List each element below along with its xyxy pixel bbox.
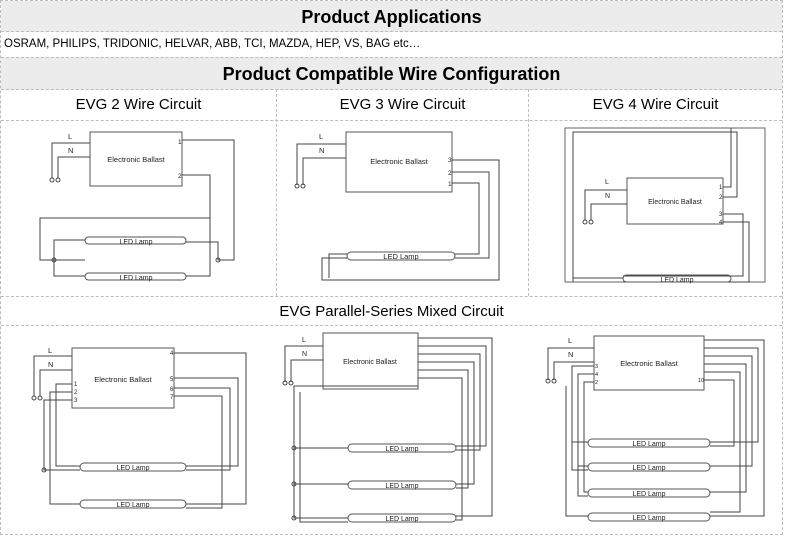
lamp-label: LED Lamp bbox=[383, 252, 418, 261]
live-label: L bbox=[48, 346, 52, 355]
mixed-diagram-2: Electronic Ballast L N LED Lamp LED Lamp… bbox=[282, 332, 493, 523]
led-lamp: LED Lamp bbox=[587, 488, 711, 498]
live-label: L bbox=[568, 336, 572, 345]
neutral-label: N bbox=[302, 351, 307, 358]
row-divider bbox=[1, 296, 782, 297]
lamp-label: LED Lamp bbox=[385, 446, 418, 453]
three-wire-title: EVG 3 Wire Circuit bbox=[339, 96, 466, 113]
lamp-label: LED Lamp bbox=[632, 465, 665, 472]
led-lamp: LED Lamp bbox=[347, 513, 457, 523]
terminal-3: 3 bbox=[74, 398, 78, 404]
terminal-2: 2 bbox=[719, 195, 723, 201]
terminal-7: 7 bbox=[170, 395, 174, 401]
terminal-3: 3 bbox=[595, 364, 598, 370]
lamp-label: LED Lamp bbox=[632, 515, 665, 522]
lamp-label: LED Lamp bbox=[116, 502, 149, 509]
three-wire-diagram: Electronic Ballast L N 3 2 1 LED Lamp bbox=[294, 131, 500, 281]
terminal-1: 1 bbox=[719, 185, 723, 191]
mixed-diagram-1: Electronic Ballast L N 4 5 6 7 1 2 3 LED… bbox=[31, 346, 247, 509]
live-label: L bbox=[302, 337, 306, 344]
led-lamp: LED Lamp bbox=[346, 251, 456, 261]
lamp-label: LED Lamp bbox=[119, 239, 152, 246]
page-title: Product Applications bbox=[1, 1, 782, 32]
led-lamp: LED Lamp bbox=[347, 443, 457, 453]
lamp-label: LED Lamp bbox=[632, 441, 665, 448]
terminal-4: 4 bbox=[595, 372, 598, 378]
terminal-3: 3 bbox=[448, 157, 452, 164]
terminal-4: 4 bbox=[170, 351, 174, 357]
neutral-label: N bbox=[568, 350, 573, 359]
led-lamp: LED Lamp bbox=[622, 274, 732, 284]
ballast-label: Electronic Ballast bbox=[343, 359, 397, 366]
ballast-label: Electronic Ballast bbox=[370, 157, 428, 166]
terminal-10: 10 bbox=[698, 378, 704, 384]
terminal-1: 1 bbox=[178, 139, 182, 146]
mixed-diagram-3: Electronic Ballast L N 3 4 2 10 LED Lamp… bbox=[545, 335, 765, 522]
row-divider bbox=[1, 325, 782, 326]
terminal-1: 1 bbox=[74, 382, 78, 388]
led-lamp: LED Lamp bbox=[347, 480, 457, 490]
brands-list: OSRAM, PHILIPS, TRIDONIC, HELVAR, ABB, T… bbox=[4, 38, 421, 50]
terminal-2: 2 bbox=[448, 170, 452, 177]
column-divider bbox=[528, 89, 529, 296]
terminal-4: 4 bbox=[719, 220, 723, 226]
led-lamp: LED Lamp bbox=[587, 462, 711, 472]
lamp-label: LED Lamp bbox=[385, 516, 418, 523]
neutral-label: N bbox=[605, 193, 610, 200]
terminal-5: 5 bbox=[170, 377, 174, 383]
led-lamp: LED Lamp bbox=[84, 272, 187, 282]
ballast-label: Electronic Ballast bbox=[94, 375, 152, 384]
lamp-label: LED Lamp bbox=[385, 483, 418, 490]
two-wire-title: EVG 2 Wire Circuit bbox=[75, 96, 202, 113]
terminal-1: 1 bbox=[448, 181, 452, 188]
led-lamp: LED Lamp bbox=[587, 512, 711, 522]
lamp-label: LED Lamp bbox=[632, 491, 665, 498]
lamp-label: LED Lamp bbox=[119, 275, 152, 282]
ballast-label: Electronic Ballast bbox=[648, 199, 702, 206]
ballast-label: Electronic Ballast bbox=[620, 359, 678, 368]
ballast-label: Electronic Ballast bbox=[107, 155, 165, 164]
led-lamp: LED Lamp bbox=[79, 462, 187, 472]
terminal-2: 2 bbox=[74, 390, 78, 396]
row-divider bbox=[1, 120, 782, 121]
terminal-6: 6 bbox=[170, 387, 174, 393]
terminal-3: 3 bbox=[719, 212, 723, 218]
lamp-label: LED Lamp bbox=[660, 277, 693, 284]
column-divider bbox=[276, 89, 277, 296]
neutral-label: N bbox=[48, 360, 53, 369]
lamp-label: LED Lamp bbox=[116, 465, 149, 472]
terminal-2: 2 bbox=[595, 380, 598, 386]
mixed-title: EVG Parallel-Series Mixed Circuit bbox=[279, 303, 504, 320]
four-wire-diagram: Electronic Ballast L N 1 2 3 4 LED Lamp bbox=[564, 127, 766, 284]
neutral-label: N bbox=[319, 146, 324, 155]
terminal-2: 2 bbox=[178, 173, 182, 180]
live-label: L bbox=[319, 132, 323, 141]
led-lamp: LED Lamp bbox=[587, 438, 711, 448]
led-lamp: LED Lamp bbox=[84, 236, 187, 246]
led-lamp: LED Lamp bbox=[79, 499, 187, 509]
section-title: Product Compatible Wire Configuration bbox=[1, 57, 782, 90]
live-label: L bbox=[68, 132, 72, 141]
four-wire-title: EVG 4 Wire Circuit bbox=[592, 96, 719, 113]
two-wire-diagram: Electronic Ballast L N 1 2 LED Lamp LED … bbox=[39, 131, 235, 282]
live-label: L bbox=[605, 179, 609, 186]
neutral-label: N bbox=[68, 146, 73, 155]
